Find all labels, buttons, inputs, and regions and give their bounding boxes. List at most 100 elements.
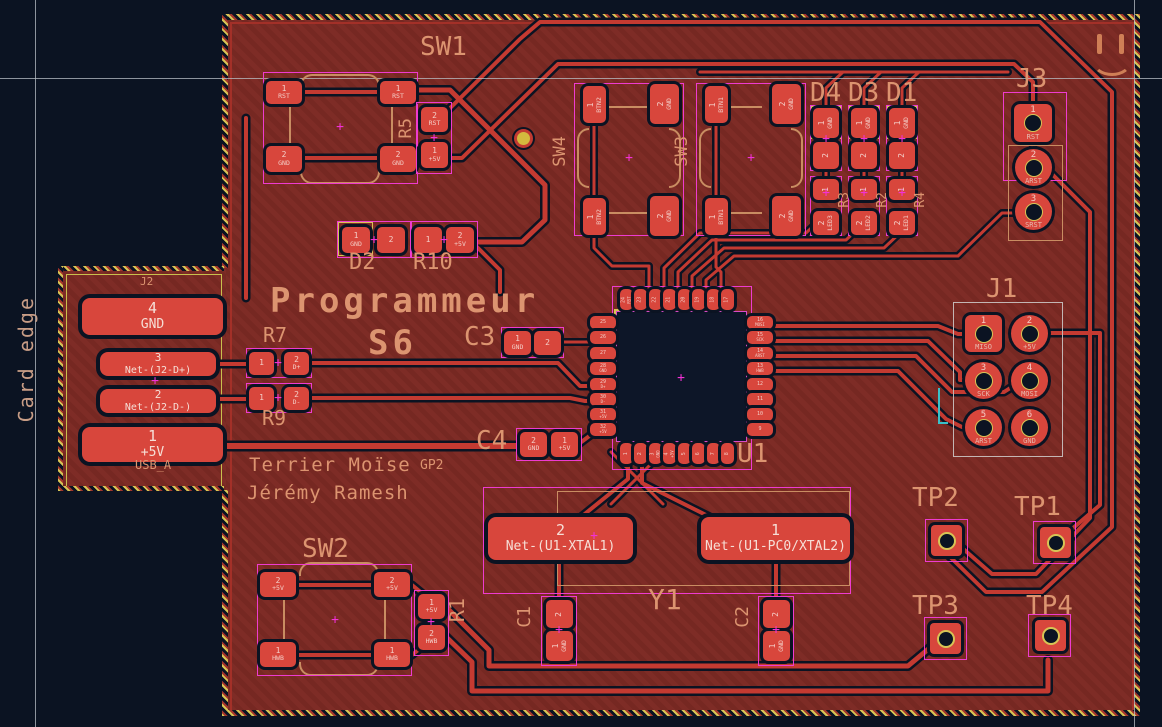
pad-u1-9[interactable]: 9	[747, 423, 773, 436]
pad-d1-2[interactable]: 2	[889, 142, 915, 169]
pad-r7-1[interactable]: 1	[249, 352, 274, 375]
pad-d4-2[interactable]: 2	[813, 142, 839, 169]
pad-u1-27[interactable]: 27	[590, 347, 616, 360]
pad-d3-2[interactable]: 2	[851, 142, 877, 169]
pad-tp4[interactable]	[1035, 620, 1066, 651]
pad-u1-22[interactable]: 22	[649, 289, 662, 310]
pad-u1-12[interactable]: 12	[747, 378, 773, 391]
pad-r3-1[interactable]: 1	[813, 179, 839, 200]
pad-tp2[interactable]	[931, 525, 962, 556]
pad-r4-1[interactable]: 1	[889, 179, 915, 200]
pad-r10-1[interactable]: 1	[414, 227, 442, 253]
pad-c2-2[interactable]: 2	[763, 600, 790, 628]
pad-u1-31[interactable]: 31+5V	[590, 408, 616, 421]
pad-tp3[interactable]	[930, 623, 961, 654]
via[interactable]	[517, 132, 530, 145]
pad-u1-21[interactable]: 21	[663, 289, 676, 310]
pad-u1-4[interactable]: 4+5V	[663, 443, 676, 464]
pad-r2-1[interactable]: 1	[851, 179, 877, 200]
pad-sw2-2[interactable]: 2+5V	[374, 572, 410, 597]
pad-u1-6[interactable]: 6	[692, 443, 705, 464]
pad-r1-1[interactable]: 1+5V	[418, 594, 445, 619]
pad-u1-1[interactable]: 1	[620, 443, 633, 464]
pad-r9-1[interactable]: 1	[249, 387, 274, 410]
pad-tp1[interactable]	[1040, 527, 1071, 558]
pad-j1-2[interactable]: 2+5V	[1011, 315, 1048, 352]
pad-d2-2[interactable]: 2	[377, 227, 405, 253]
pad-u1-32[interactable]: 32+5V	[590, 423, 616, 436]
pad-u1-11[interactable]: 11	[747, 393, 773, 406]
pad-r10-2[interactable]: 2+5V	[446, 227, 474, 253]
pad-u1-5[interactable]: 5	[678, 443, 691, 464]
pad-r5-1[interactable]: 1+5V	[421, 142, 448, 168]
pad-u1-25[interactable]: 25	[590, 316, 616, 329]
pad-c3-2[interactable]: 2	[534, 331, 561, 355]
pad-u1-19[interactable]: 19	[692, 289, 705, 310]
pad-u1-20[interactable]: 20	[678, 289, 691, 310]
pad-u1-10[interactable]: 10	[747, 408, 773, 421]
pad-c4-1[interactable]: 1+5V	[551, 432, 578, 457]
pad-c1-2[interactable]: 2	[546, 600, 573, 628]
pad-sw2-2[interactable]: 2+5V	[260, 572, 296, 597]
pad-u1-2[interactable]: 2	[634, 443, 647, 464]
pad-u1-23[interactable]: 23	[634, 289, 647, 310]
pad-j2-1[interactable]: 1+5V	[82, 427, 223, 462]
pad-u1-26[interactable]: 26	[590, 331, 616, 344]
pad-u1-17[interactable]: 17	[721, 289, 734, 310]
pad-u1-7[interactable]: 7	[707, 443, 720, 464]
pad-u1-8[interactable]: 8	[721, 443, 734, 464]
